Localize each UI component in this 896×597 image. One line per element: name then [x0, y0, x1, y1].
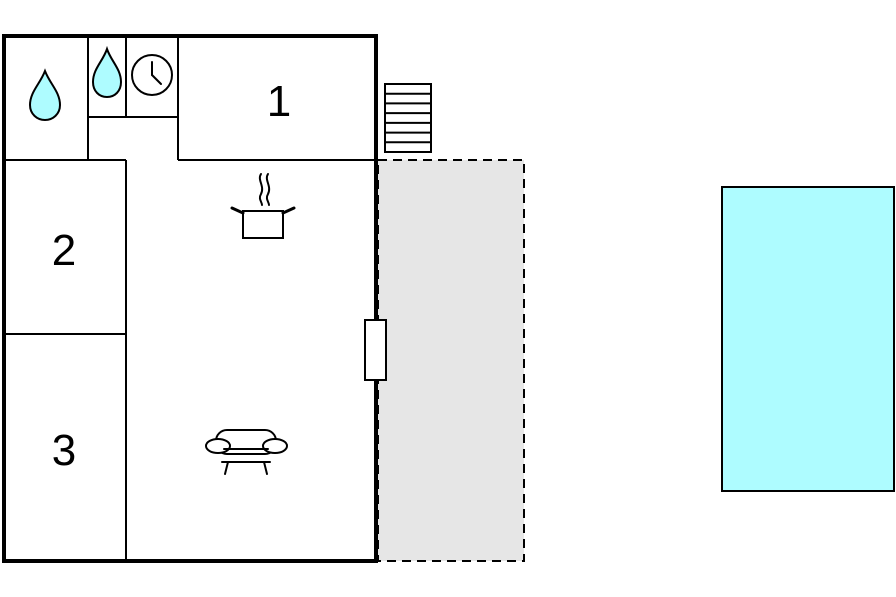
sofa-icon — [205, 429, 288, 475]
room-label-2: 2 — [52, 226, 76, 275]
interior-walls — [4, 36, 376, 561]
water-drop-icon — [91, 45, 123, 99]
kitchen-pot-icon — [230, 173, 296, 239]
door-icon — [364, 319, 387, 381]
clock-icon — [131, 54, 173, 96]
stairs-icon — [384, 83, 432, 153]
pool — [721, 186, 895, 492]
water-drop-icon — [28, 68, 62, 122]
room-label-3: 3 — [52, 426, 76, 475]
house-outline — [2, 34, 378, 563]
room-label-1: 1 — [267, 77, 291, 126]
terrace-area — [377, 159, 525, 562]
